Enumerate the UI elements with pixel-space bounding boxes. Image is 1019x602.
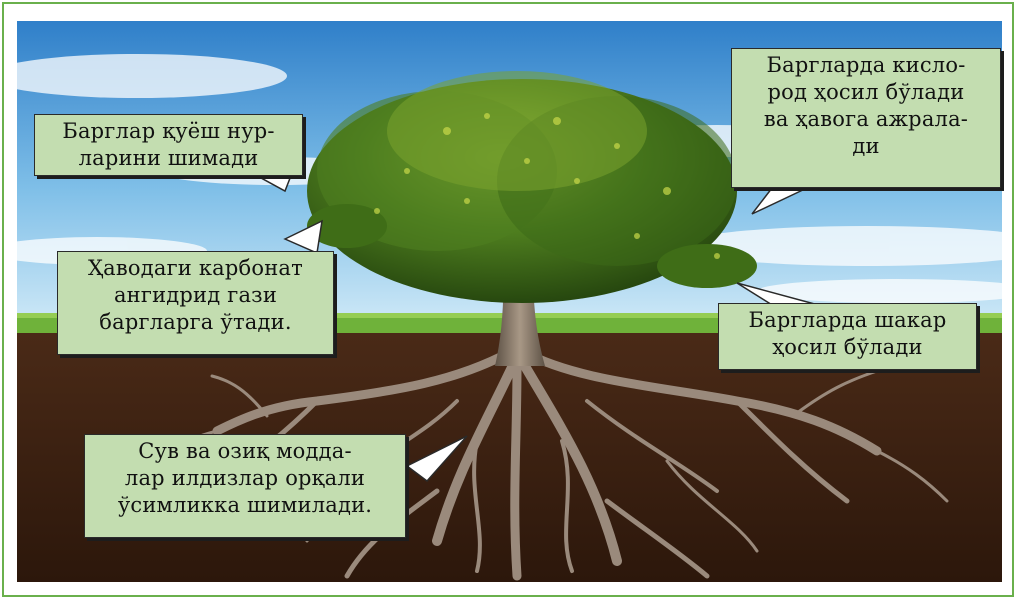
callout-co2: Ҳаводаги карбонат ангидрид гази баргларг… xyxy=(57,251,334,355)
callout-co2-line-2: ангидрид гази xyxy=(64,282,327,309)
callout-water: Сув ва озиқ модда- лар илдизлар орқали ў… xyxy=(84,434,406,538)
callout-sunlight-line-2: ларини шимади xyxy=(41,145,296,172)
callout-co2-line-1: Ҳаводаги карбонат xyxy=(64,255,327,282)
callout-water-line-1: Сув ва озиқ модда- xyxy=(91,438,399,465)
callout-co2-line-3: баргларга ўтади. xyxy=(64,309,327,336)
callout-sunlight-line-1: Барглар қуёш нур- xyxy=(41,118,296,145)
callout-sugar-line-1: Баргларда шакар xyxy=(725,307,970,334)
callout-sunlight: Барглар қуёш нур- ларини шимади xyxy=(34,114,303,176)
callout-sugar-line-2: ҳосил бўлади xyxy=(725,334,970,361)
callout-oxygen-line-1: Баргларда кисло- xyxy=(738,52,994,79)
callout-water-line-3: ўсимликка шимилади. xyxy=(91,492,399,519)
callout-oxygen-line-2: род ҳосил бўлади xyxy=(738,79,994,106)
callout-oxygen: Баргларда кисло- род ҳосил бўлади ва ҳав… xyxy=(731,48,1001,188)
callout-oxygen-line-4: ди xyxy=(738,133,994,160)
callout-water-line-2: лар илдизлар орқали xyxy=(91,465,399,492)
callout-oxygen-line-3: ва ҳавога ажрала- xyxy=(738,106,994,133)
callout-sugar: Баргларда шакар ҳосил бўлади xyxy=(718,303,977,370)
